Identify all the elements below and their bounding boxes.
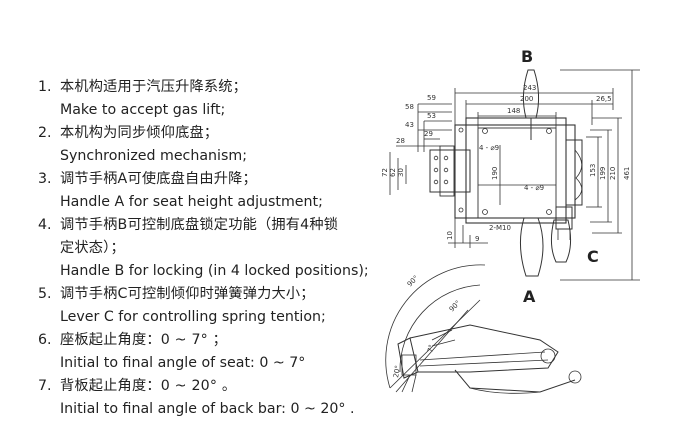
angle-90-outer: 90° <box>406 274 420 288</box>
angle-90-inner: 90° <box>448 299 462 313</box>
drawing-labels: B C A 243 200 148 26,5 59 58 53 43 29 28… <box>381 47 631 378</box>
lever-c-label: C <box>587 247 599 266</box>
spec-text-zh: 本机构适用于汽压升降系统； <box>60 79 248 95</box>
dimension-199: 199 <box>599 167 607 180</box>
angle-20: 20° <box>392 365 402 379</box>
dimension-72: 72 <box>381 168 389 177</box>
angle-7: 7° <box>426 344 436 354</box>
spec-number: 5. <box>38 286 52 302</box>
dimension-58: 58 <box>405 103 414 111</box>
dimension-28: 28 <box>396 137 405 145</box>
spec-text-zh-continued: 定状态）； <box>60 240 125 256</box>
spec-number: 6. <box>38 332 52 348</box>
spec-text-en: Initial to final angle of back bar: 0 ~ … <box>60 401 355 417</box>
dimension-30: 30 <box>397 168 405 177</box>
spec-item-4: 4. 调节手柄B可控制底盘锁定功能（拥有4种锁 定状态）； Handle B f… <box>38 214 388 283</box>
spec-text-en: Synchronized mechanism; <box>60 148 247 164</box>
spec-item-2: 2. 本机构为同步倾仰底盘； Synchronized mechanism; <box>38 122 388 168</box>
spec-number: 4. <box>38 217 52 233</box>
spec-text-en: Lever C for controlling spring tention; <box>60 309 326 325</box>
spec-text-zh: 调节手柄B可控制底盘锁定功能（拥有4种锁 <box>60 217 339 233</box>
dimension-190: 190 <box>491 167 499 180</box>
thread-spec: 2-M10 <box>489 224 511 232</box>
dimension-461: 461 <box>623 167 631 180</box>
dimension-43: 43 <box>405 121 414 129</box>
dimension-53: 53 <box>427 112 436 120</box>
spec-item-5: 5. 调节手柄C可控制倾仰时弹簧弹力大小； Lever C for contro… <box>38 283 388 329</box>
dimension-243: 243 <box>523 84 536 92</box>
spec-number: 7. <box>38 378 52 394</box>
dimension-29: 29 <box>424 130 433 138</box>
spec-number: 2. <box>38 125 52 141</box>
spec-item-7: 7. 背板起止角度：0 ~ 20° 。 Initial to final ang… <box>38 375 388 421</box>
spec-text-en: Handle A for seat height adjustment; <box>60 194 323 210</box>
spec-text-zh: 调节手柄A可使底盘自由升降； <box>60 171 257 187</box>
dimension-153: 153 <box>589 164 597 177</box>
hole-spec-top: 4 - ⌀9 <box>479 144 499 152</box>
spec-item-6: 6. 座板起止角度：0 ~ 7° ； Initial to final angl… <box>38 329 388 375</box>
dimension-10: 10 <box>446 231 454 240</box>
spec-text-zh: 背板起止角度：0 ~ 20° 。 <box>60 378 237 394</box>
handle-a-label: A <box>523 287 536 306</box>
dimension-59: 59 <box>427 94 436 102</box>
spec-number: 3. <box>38 171 52 187</box>
dimension-200: 200 <box>520 95 533 103</box>
spec-text-zh: 调节手柄C可控制倾仰时弹簧弹力大小； <box>60 286 315 302</box>
spec-text-zh: 本机构为同步倾仰底盘； <box>60 125 219 141</box>
hole-spec-bottom: 4 - ⌀9 <box>524 184 544 192</box>
spec-text-zh: 座板起止角度：0 ~ 7° ； <box>60 332 228 348</box>
handle-b-label: B <box>521 47 533 66</box>
spec-text-en: Handle B for locking (in 4 locked positi… <box>60 263 369 279</box>
spec-number: 1. <box>38 79 52 95</box>
dimension-62: 62 <box>389 168 397 177</box>
dimension-210: 210 <box>609 167 617 180</box>
spec-item-3: 3. 调节手柄A可使底盘自由升降； Handle A for seat heig… <box>38 168 388 214</box>
specification-list: 1. 本机构适用于汽压升降系统； Make to accept gas lift… <box>38 76 388 421</box>
dimension-26-5: 26,5 <box>596 95 612 103</box>
dimension-9: 9 <box>475 235 479 243</box>
top-view <box>389 69 640 281</box>
spec-text-en: Make to accept gas lift; <box>60 102 226 118</box>
side-view <box>385 264 582 394</box>
spec-item-1: 1. 本机构适用于汽压升降系统； Make to accept gas lift… <box>38 76 388 122</box>
dimension-148: 148 <box>507 107 520 115</box>
spec-text-en: Initial to final angle of seat: 0 ~ 7° <box>60 355 306 371</box>
